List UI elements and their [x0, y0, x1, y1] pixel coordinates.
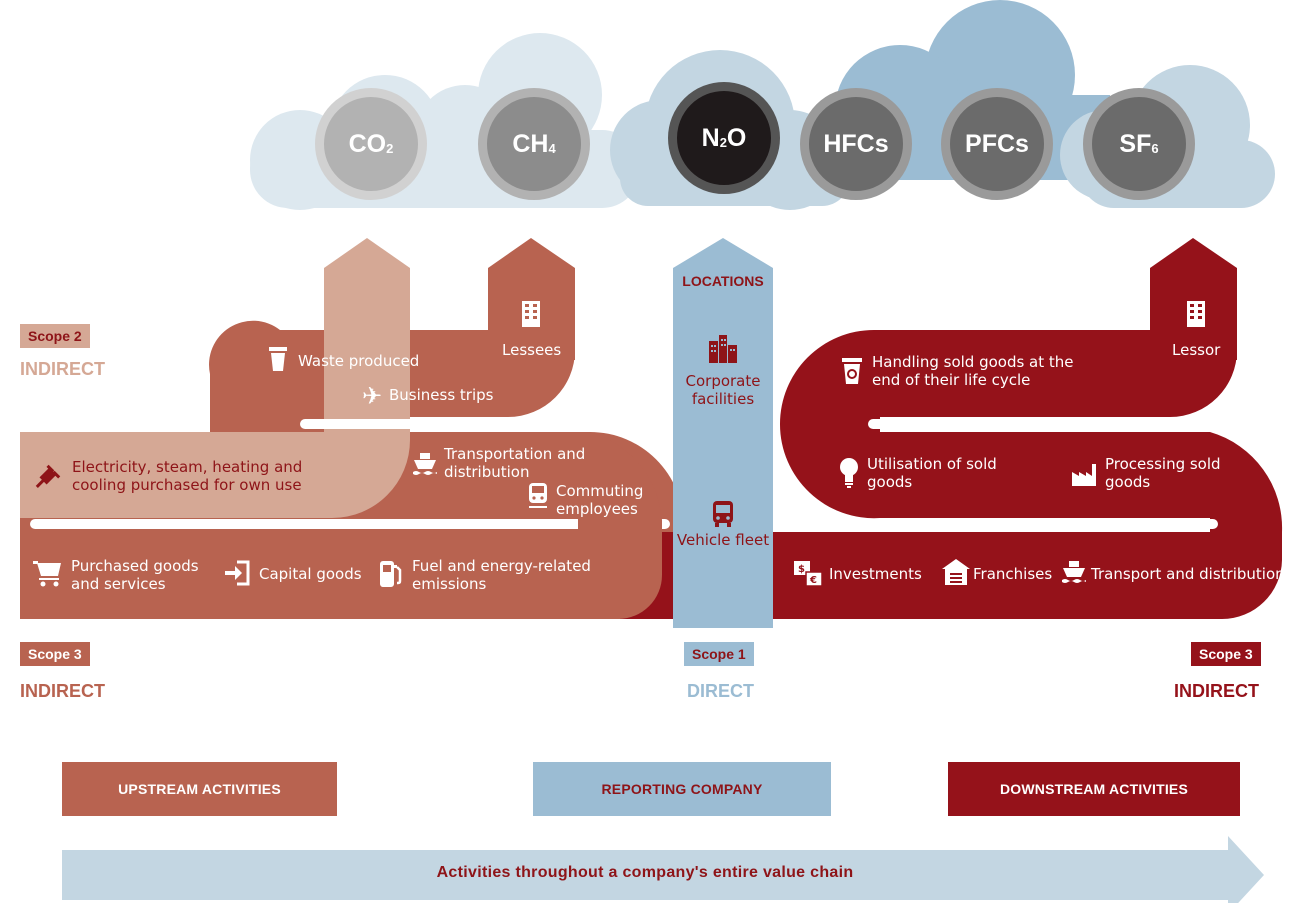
- waste-bin-icon: [266, 346, 290, 372]
- purchased-label: Purchased goods and services: [71, 557, 199, 593]
- investments-label: Investments: [829, 565, 922, 583]
- scope3-right-badge: Scope 3: [1191, 642, 1261, 666]
- scope2-word: INDIRECT: [20, 359, 105, 379]
- gas-pfcs: PFCs: [941, 88, 1053, 200]
- processing-label: Processing sold goods: [1105, 455, 1221, 491]
- scope1-badge: Scope 1: [684, 642, 754, 666]
- transportation-label: Transportation and distribution: [444, 445, 586, 481]
- ribbon-separators: [30, 419, 1218, 529]
- lessees-arrow: [488, 238, 575, 360]
- ship-icon: [410, 448, 440, 478]
- svg-text:€: €: [809, 575, 817, 586]
- building-icon: [518, 300, 544, 328]
- value-chain-caption: Activities throughout a company's entire…: [436, 864, 854, 881]
- light-bulb-icon: [837, 456, 861, 490]
- franchises-label: Franchises: [973, 565, 1053, 583]
- factory-buildings-icon: [706, 332, 740, 364]
- gas-ch4-label: CH: [512, 129, 549, 158]
- gas-hfcs: HFCs: [800, 88, 912, 200]
- locations-title: LOCATIONS: [682, 273, 764, 289]
- fuel-pump-icon: [378, 556, 404, 588]
- building-icon: [1183, 300, 1209, 328]
- transport-distribution-label: Transport and distribution: [1091, 565, 1285, 583]
- svg-text:$: $: [798, 564, 805, 575]
- scope3-left-badge: Scope 3: [20, 642, 90, 666]
- recycle-bin-icon: [840, 357, 864, 385]
- factory-icon: [1071, 462, 1099, 488]
- handling-label: Handling sold goods at the end of their …: [872, 353, 1074, 389]
- corporate-facilities-label: Corporate facilities: [685, 372, 761, 408]
- scope3-left-word: INDIRECT: [20, 681, 105, 701]
- upstream-activities-box: UPSTREAM ACTIVITIES: [118, 781, 281, 797]
- lessor-arrow: [1150, 238, 1237, 360]
- airplane-icon: ✈: [361, 382, 383, 410]
- scope3-right-word: INDIRECT: [1174, 681, 1259, 701]
- value-chain-arrow: [62, 836, 1264, 903]
- downstream-ribbon: [620, 330, 1283, 619]
- commuting-label: Commuting employees: [556, 482, 644, 518]
- bus-icon: [711, 500, 735, 528]
- scope1-word: DIRECT: [687, 681, 754, 701]
- utilisation-label: Utilisation of sold goods: [867, 455, 997, 491]
- reporting-company-box: REPORTING COMPANY: [601, 781, 763, 797]
- shopping-cart-icon: [32, 558, 64, 588]
- gas-n2o-label: N: [701, 123, 720, 152]
- gas-pfcs-label: PFCs: [965, 129, 1029, 158]
- sign-in-icon: [222, 558, 252, 588]
- lessor-label: Lessor: [1172, 341, 1221, 359]
- reporting-column: [673, 238, 773, 628]
- scope2-badge: Scope 2: [20, 324, 90, 348]
- gas-co2-label: CO: [348, 129, 387, 158]
- ship-icon: [1059, 556, 1089, 586]
- gas-sf6-label: SF: [1119, 129, 1152, 158]
- downstream-box-bg: [948, 762, 1240, 816]
- gas-hfcs-label: HFCs: [823, 129, 889, 158]
- capital-goods-label: Capital goods: [259, 565, 362, 583]
- money-exchange-icon: $€: [793, 560, 823, 588]
- scope2-ribbon: [20, 330, 410, 518]
- vehicle-fleet-label: Vehicle fleet: [676, 531, 770, 549]
- plug-icon: [32, 462, 62, 492]
- waste-label: Waste produced: [298, 352, 420, 370]
- store-icon: [941, 558, 971, 586]
- fuel-label: Fuel and energy-related emissions: [412, 557, 591, 593]
- business-trips-label: Business trips: [389, 386, 494, 404]
- lessees-label: Lessees: [502, 341, 562, 359]
- upstream-box-bg: [62, 762, 337, 816]
- downstream-activities-box: DOWNSTREAM ACTIVITIES: [999, 781, 1188, 797]
- train-icon: [526, 482, 550, 510]
- electricity-label: Electricity, steam, heating and cooling …: [72, 458, 303, 494]
- reporting-box-bg: [533, 762, 831, 816]
